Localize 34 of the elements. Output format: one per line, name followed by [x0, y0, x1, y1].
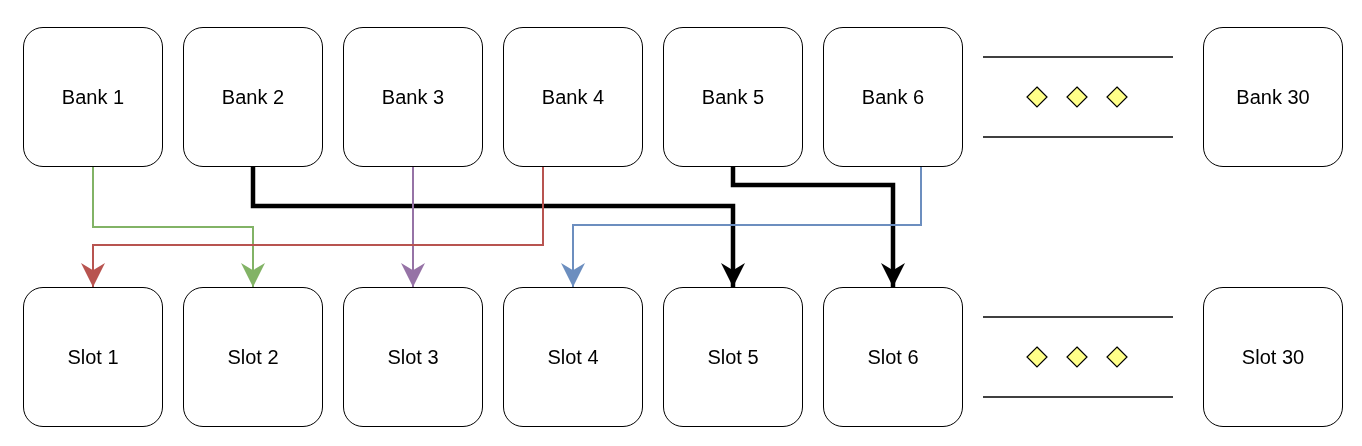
- arrow: [730, 167, 905, 287]
- box-label: Bank 3: [381, 85, 445, 109]
- rounded-box: [503, 27, 643, 167]
- box-label: Slot 5: [707, 345, 759, 369]
- box-label: Slot 4: [547, 345, 599, 369]
- rounded-box: [23, 287, 163, 427]
- rounded-box: [23, 27, 163, 167]
- rounded-box: [1203, 287, 1343, 427]
- box-label: Slot 1: [67, 345, 119, 369]
- arrow: [401, 166, 425, 288]
- rounded-box: [663, 287, 803, 427]
- arrow: [81, 166, 544, 288]
- box-label: Slot 30: [1241, 345, 1305, 369]
- box-label: Slot 6: [867, 345, 919, 369]
- box-label: Bank 4: [541, 85, 605, 109]
- rounded-box: [1203, 27, 1343, 167]
- rounded-box: [823, 287, 963, 427]
- arrow: [92, 166, 265, 288]
- box-label: Slot 2: [227, 345, 279, 369]
- arrow: [250, 167, 745, 287]
- box-label: Bank 2: [221, 85, 285, 109]
- rounded-box: [183, 287, 323, 427]
- rounded-box: [663, 27, 803, 167]
- rounded-box: [343, 27, 483, 167]
- rounded-box: [183, 27, 323, 167]
- box-label: Bank 5: [701, 85, 765, 109]
- box-label: Slot 3: [387, 345, 439, 369]
- box-label: Bank 30: [1236, 85, 1310, 109]
- rounded-box: [823, 27, 963, 167]
- box-label: Bank 6: [861, 85, 925, 109]
- rounded-box: [343, 287, 483, 427]
- rounded-box: [503, 287, 643, 427]
- box-label: Bank 1: [61, 85, 125, 109]
- arrow: [561, 166, 922, 288]
